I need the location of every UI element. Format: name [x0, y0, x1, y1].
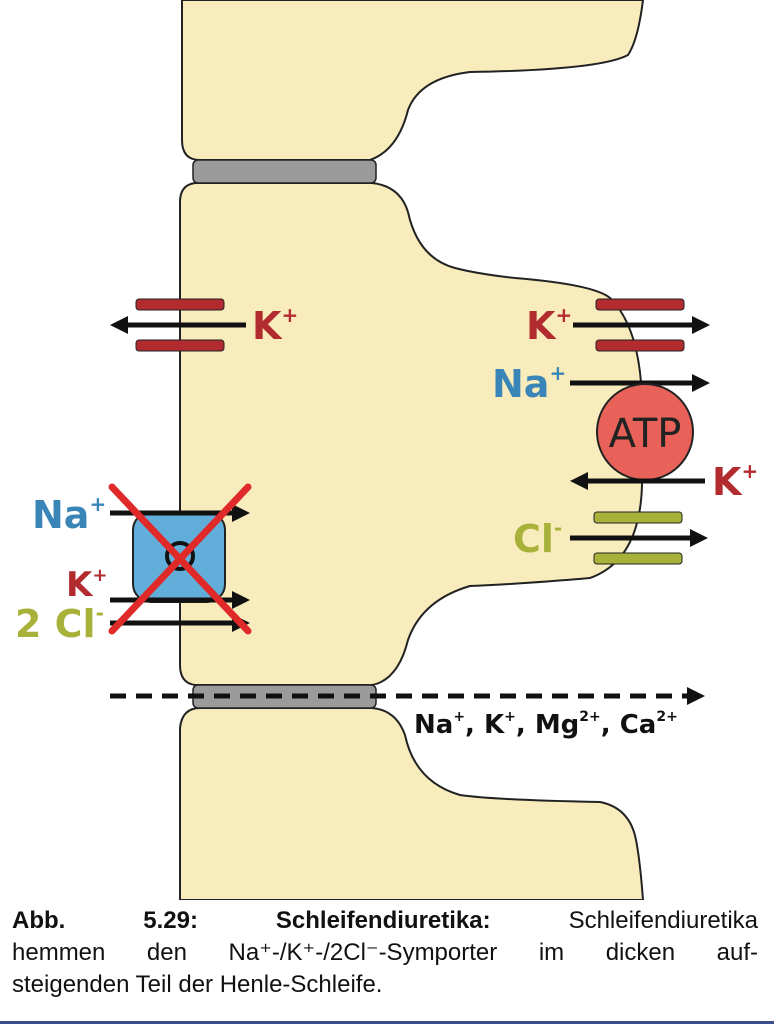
caption-line-2: hemmen den Na⁺-/K⁺-/2Cl⁻-Symporter im di…	[12, 939, 758, 966]
paracellular-ions-label: Na+, K+, Mg2+, Ca2+	[414, 709, 678, 740]
figure-title: Schleifendiuretika:	[275, 907, 491, 934]
basolateral-cl-label: Cl-	[513, 516, 562, 561]
atp-label: ATP	[609, 411, 682, 457]
apical-k-channel	[135, 298, 225, 352]
basolateral-k-in-label: K+	[712, 459, 758, 504]
basolateral-k-in-arrow	[570, 472, 705, 490]
basolateral-cl-channel	[593, 511, 683, 565]
tight-junction-top	[192, 159, 377, 184]
symporter-rotation-icon	[165, 541, 195, 571]
basolateral-na-arrow	[570, 374, 710, 392]
figure-caption: Abb. 5.29: Schleifendiuretika: Schleifen…	[12, 905, 758, 1001]
symporter-na-arrow	[110, 504, 250, 522]
apical-k-arrow	[110, 316, 246, 334]
basolateral-k-channel	[595, 298, 685, 352]
basolateral-k-out-label: K+	[526, 303, 572, 348]
lower-cell	[179, 707, 645, 900]
upper-cell	[181, 0, 645, 161]
caption-line-1: Abb. 5.29: Schleifendiuretika: Schleifen…	[12, 905, 758, 937]
apical-k-label: K+	[252, 303, 298, 348]
caption-line-3: steigenden Teil der Henle-Schleife.	[12, 971, 383, 998]
caption-line1-rest: Schleifendiuretika	[568, 907, 759, 934]
symporter-na-label: Na+	[32, 492, 106, 537]
basolateral-cl-arrow	[570, 529, 708, 547]
middle-cell	[179, 182, 643, 686]
paracellular-dashed-arrow	[110, 687, 705, 705]
bottom-border	[0, 1021, 774, 1024]
loop-diuretic-diagram: K+ Na+ K+ 2 Cl- K+	[15, 0, 758, 900]
basolateral-na-label: Na+	[492, 361, 566, 406]
figure-label: Abb. 5.29:	[12, 907, 198, 934]
basolateral-k-out-arrow	[573, 316, 710, 334]
inhibition-cross-icon	[108, 483, 252, 635]
symporter-k-label: K+	[66, 565, 107, 605]
symporter-cl-label: 2 Cl-	[15, 601, 104, 646]
